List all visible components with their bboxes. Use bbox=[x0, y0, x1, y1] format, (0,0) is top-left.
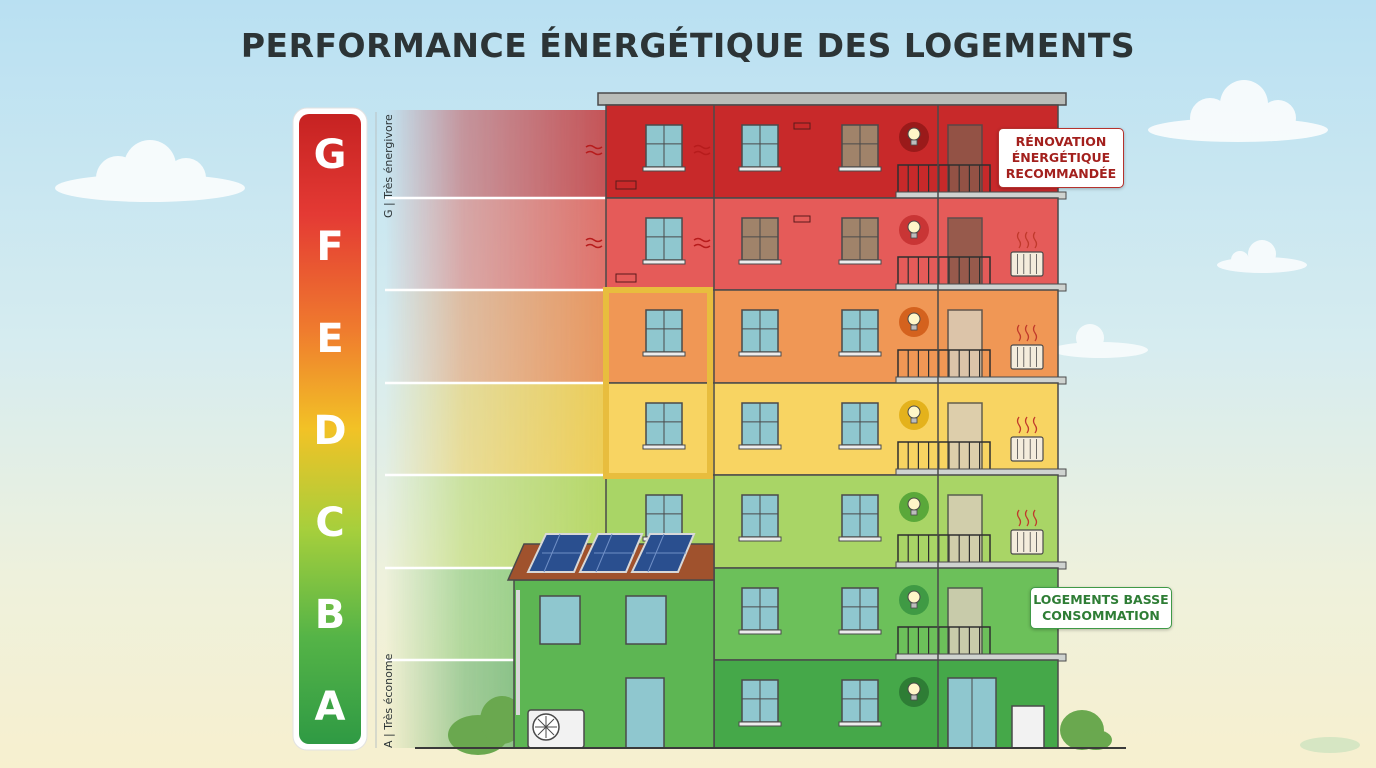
annex-door bbox=[625, 677, 665, 749]
wall-crack-icon bbox=[615, 122, 811, 190]
energy-scale-bar bbox=[292, 107, 368, 751]
window-sill bbox=[838, 444, 882, 450]
heat-loss-icon bbox=[585, 237, 603, 249]
radiator-icon bbox=[1010, 251, 1044, 277]
window-sill bbox=[738, 351, 782, 357]
renovation-callout-line: RECOMMANDÉE bbox=[1005, 166, 1117, 181]
cloud-right-low bbox=[1052, 324, 1148, 358]
window-sill bbox=[738, 444, 782, 450]
cloud-left bbox=[55, 140, 245, 202]
renovation-callout-line: ÉNERGÉTIQUE bbox=[1011, 150, 1111, 165]
floor-b bbox=[713, 567, 1067, 662]
window-sill bbox=[738, 629, 782, 635]
window-sill bbox=[838, 259, 882, 265]
balcony-door bbox=[947, 124, 983, 195]
energy-class-d: D bbox=[313, 408, 347, 454]
energy-class-c: C bbox=[315, 500, 345, 546]
balcony-door bbox=[947, 217, 983, 287]
floor-e bbox=[605, 289, 1067, 385]
window-sill bbox=[642, 166, 686, 172]
heat-loss-icon bbox=[693, 237, 711, 249]
scale-top-label: G | Très énergivore bbox=[382, 114, 395, 218]
heat-waves-icon bbox=[1016, 231, 1038, 249]
low-consumption-callout-line: LOGEMENTS BASSE bbox=[1033, 592, 1169, 607]
radiator-icon bbox=[1010, 344, 1044, 370]
outdoor-unit bbox=[1011, 705, 1045, 749]
energy-band bbox=[385, 105, 610, 198]
heat-pump-unit bbox=[527, 709, 585, 749]
window-sill bbox=[738, 259, 782, 265]
energy-class-e: E bbox=[316, 316, 344, 362]
window-sill bbox=[738, 166, 782, 172]
floor-f bbox=[585, 197, 1067, 292]
floor-d bbox=[605, 382, 1067, 477]
renovation-callout-line: RÉNOVATION bbox=[1015, 134, 1107, 149]
bushes bbox=[448, 696, 1360, 755]
cloud-right-mid bbox=[1217, 240, 1307, 273]
cloud-right-top bbox=[1148, 80, 1328, 142]
radiator-icon bbox=[1010, 529, 1044, 555]
energy-band bbox=[385, 383, 610, 475]
window-sill bbox=[838, 166, 882, 172]
wall-crack-icon bbox=[615, 215, 811, 283]
scale-bottom-label: A | Très économe bbox=[382, 653, 395, 748]
window-sill bbox=[738, 536, 782, 542]
energy-band bbox=[385, 290, 610, 383]
energy-class-a: A bbox=[314, 684, 346, 730]
roof-cornice bbox=[597, 92, 1067, 106]
annex-window bbox=[625, 595, 667, 645]
balcony-door bbox=[947, 402, 983, 472]
heat-loss-icon bbox=[693, 144, 711, 156]
low-consumption-callout: LOGEMENTS BASSE CONSOMMATION bbox=[1030, 587, 1172, 629]
low-consumption-callout-line: CONSOMMATION bbox=[1042, 608, 1160, 623]
heat-waves-icon bbox=[1016, 509, 1038, 527]
window-sill bbox=[838, 351, 882, 357]
annex-window bbox=[539, 595, 581, 645]
annex-house bbox=[506, 533, 715, 749]
window-sill bbox=[642, 259, 686, 265]
floor-g bbox=[585, 104, 1067, 200]
energy-class-f: F bbox=[316, 224, 344, 270]
balcony-door bbox=[947, 587, 983, 657]
page-title: PERFORMANCE ÉNERGÉTIQUE DES LOGEMENTS bbox=[240, 26, 1136, 65]
renovation-callout: RÉNOVATION ÉNERGÉTIQUE RECOMMANDÉE bbox=[998, 128, 1124, 188]
window-sill bbox=[838, 536, 882, 542]
balcony-door bbox=[947, 494, 983, 565]
energy-class-b: B bbox=[314, 592, 346, 638]
window-sill bbox=[838, 629, 882, 635]
heat-waves-icon bbox=[1016, 324, 1038, 342]
window-sill bbox=[642, 444, 686, 450]
balcony-door bbox=[947, 309, 983, 380]
floor-c bbox=[605, 474, 1067, 570]
energy-band bbox=[385, 198, 610, 290]
window-sill bbox=[838, 721, 882, 727]
wall-insulation bbox=[603, 287, 713, 479]
solar-panels bbox=[526, 533, 696, 573]
heat-waves-icon bbox=[1016, 416, 1038, 434]
energy-class-g: G bbox=[313, 132, 347, 178]
floor-a bbox=[713, 659, 1059, 749]
heat-loss-icon bbox=[585, 144, 603, 156]
radiator-icon bbox=[1010, 436, 1044, 462]
entrance-door bbox=[947, 677, 997, 749]
apartment-building bbox=[506, 92, 1067, 749]
window-sill bbox=[642, 351, 686, 357]
window-sill bbox=[738, 721, 782, 727]
